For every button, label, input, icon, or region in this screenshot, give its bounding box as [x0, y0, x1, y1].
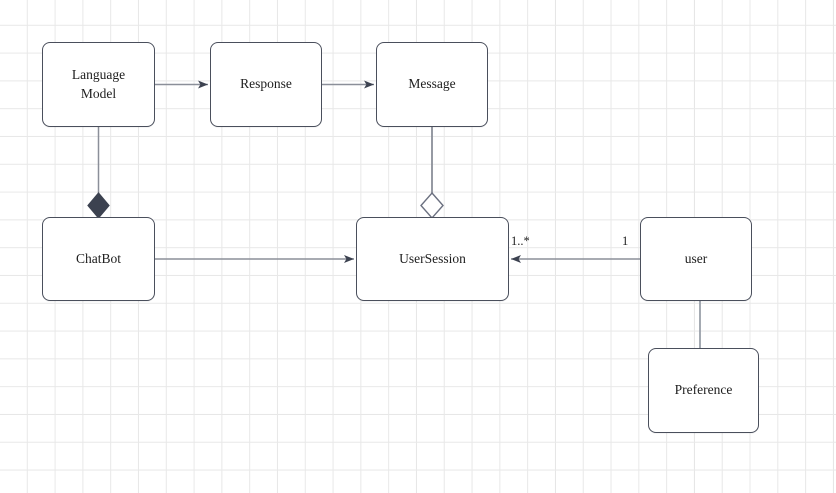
- multiplicity-usersession-side: 1..*: [511, 234, 530, 248]
- node-label-message: Message: [408, 76, 456, 92]
- node-user[interactable]: user: [640, 217, 752, 301]
- node-label-line1: Language: [71, 67, 126, 83]
- edge-language-model-to-chatbot: [87, 127, 110, 219]
- node-response[interactable]: Response: [210, 42, 322, 127]
- node-message[interactable]: Message: [376, 42, 488, 127]
- node-label-preference: Preference: [674, 382, 733, 398]
- node-label-chatbot: ChatBot: [75, 250, 121, 266]
- node-label-response: Response: [240, 76, 292, 92]
- node-label-usersession: UserSession: [399, 250, 466, 266]
- node-preference[interactable]: Preference: [648, 348, 759, 433]
- node-label-user: user: [684, 250, 708, 266]
- node-label-line2: Model: [80, 85, 117, 101]
- node-label-language-model: Language Model: [72, 66, 125, 102]
- hollow-diamond-icon: [420, 191, 444, 220]
- node-chatbot[interactable]: ChatBot: [42, 217, 155, 301]
- edge-message-to-usersession: [420, 127, 444, 220]
- multiplicity-user-side: 1: [622, 234, 629, 248]
- node-usersession[interactable]: UserSession: [356, 217, 509, 301]
- node-language-model[interactable]: Language Model: [42, 42, 155, 127]
- filled-diamond-icon: [87, 192, 110, 219]
